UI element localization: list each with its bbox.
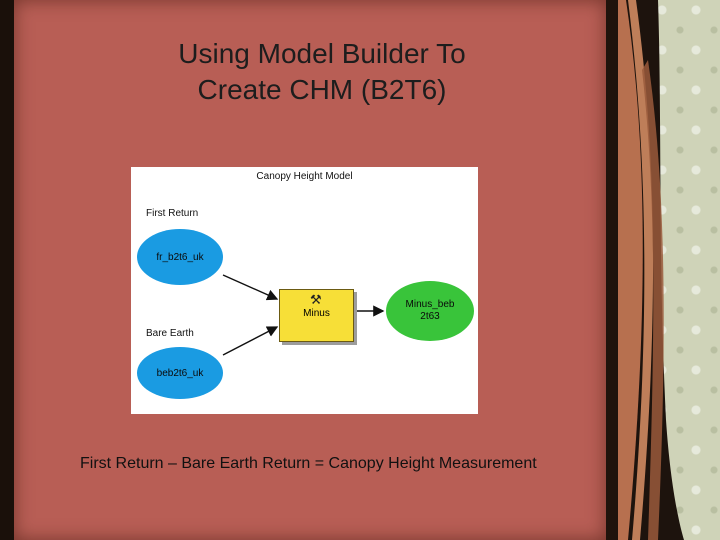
output-label-line1: Minus_beb	[405, 299, 455, 310]
output-label-line2: 2t63	[420, 311, 440, 322]
bare-earth-label: Bare Earth	[146, 328, 194, 339]
minus-tool-box: ⚒ Minus	[279, 289, 354, 342]
arrow-first-to-minus	[222, 274, 279, 301]
bare-earth-input-ellipse: beb2t6_uk	[137, 347, 223, 399]
decorative-strip	[618, 0, 720, 540]
connector-arrows	[222, 274, 385, 356]
hammer-icon: ⚒	[310, 292, 322, 307]
first-return-input-label: fr_b2t6_uk	[156, 251, 204, 263]
diagram-title: Canopy Height Model	[256, 171, 353, 182]
output-ellipse: Minus_beb 2t63	[386, 281, 474, 341]
arrow-bare-to-minus	[222, 326, 279, 356]
first-return-label: First Return	[146, 208, 199, 219]
slide-caption: First Return – Bare Earth Return = Canop…	[80, 455, 537, 472]
bare-earth-input-label: beb2t6_uk	[156, 367, 204, 379]
title-line-2: Create CHM (B2T6)	[197, 74, 447, 105]
slide-title: Using Model Builder To Create CHM (B2T6)	[92, 36, 552, 108]
model-builder-diagram: Canopy Height Model First Return Bare Ea…	[131, 167, 478, 414]
first-return-input-ellipse: fr_b2t6_uk	[137, 229, 223, 285]
title-line-1: Using Model Builder To	[178, 38, 466, 69]
ribbon-decoration	[618, 0, 684, 540]
minus-tool-label: Minus	[303, 308, 330, 319]
